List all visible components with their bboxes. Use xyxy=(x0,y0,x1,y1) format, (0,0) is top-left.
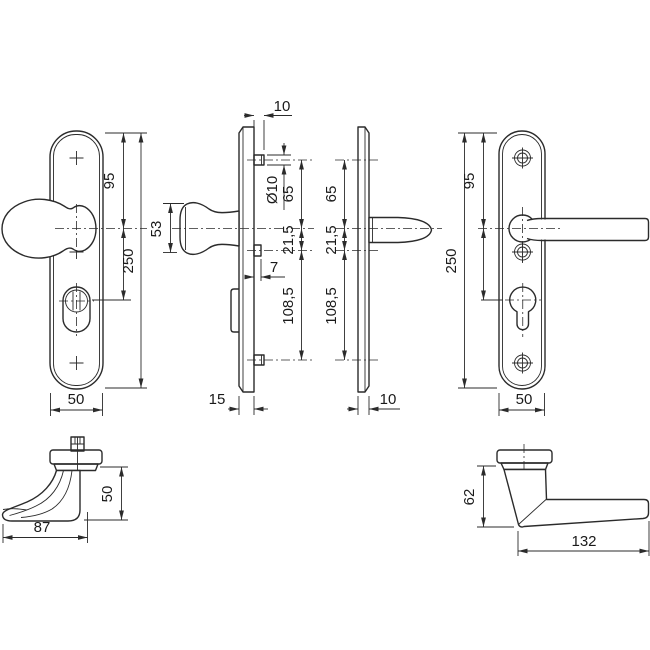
dim-knob-plate-width: 50 xyxy=(50,391,103,416)
dim-lever-height-62: 62 xyxy=(461,465,514,528)
lever-plate-outline xyxy=(498,130,546,390)
knob-collar-lip xyxy=(53,463,99,472)
dim-label-62: 62 xyxy=(461,489,478,506)
knob-plate-inner-edge xyxy=(53,134,100,386)
lever-body-profile xyxy=(503,468,650,528)
dim-label-65-right: 65 xyxy=(323,186,340,203)
dim-thickness-10: 10 xyxy=(347,391,400,415)
dim-label-95-right: 95 xyxy=(461,173,478,190)
lever-collar xyxy=(496,449,553,464)
dim-label-21-5-right: 21,5 xyxy=(323,225,340,254)
knob-body-profile xyxy=(1,469,81,522)
dim-label-21-5-left: 21,5 xyxy=(280,225,297,254)
lever-miter-seam xyxy=(518,499,547,525)
dim-chain-knob-side: 65 21,5 108,5 xyxy=(280,160,304,360)
dim-label-15: 15 xyxy=(209,391,226,408)
dim-boss-diameter: Ø10 xyxy=(264,143,291,210)
dim-label-87: 87 xyxy=(34,519,51,536)
view-plate-lever-side: 65 21,5 108,5 10 xyxy=(323,126,442,415)
knob-front-shape xyxy=(1,198,97,259)
dim-label-108-5-left: 108,5 xyxy=(280,287,297,325)
dim-label-95-left: 95 xyxy=(101,173,118,190)
dim-lever-length-132: 132 xyxy=(517,521,650,556)
dim-label-65-left: 65 xyxy=(280,186,297,203)
lever-plate-inner-edge xyxy=(502,134,542,386)
view-lever-profile: 62 132 xyxy=(461,444,650,556)
dim-label-50-left: 50 xyxy=(68,391,85,408)
view-plate-lever-front: 95 250 50 xyxy=(443,130,650,416)
view-knob-profile: 50 87 xyxy=(1,436,128,543)
cylinder-cover-profile xyxy=(230,288,239,333)
dim-lever-plate-width: 50 xyxy=(498,391,545,416)
fixing-cross-marks xyxy=(69,151,84,370)
dim-knob-projection-87: 87 xyxy=(2,512,88,543)
view-plate-knob-side: 10 Ø10 53 7 15 xyxy=(148,98,314,415)
dim-label-250-right: 250 xyxy=(443,248,460,273)
dim-label-10-top: 10 xyxy=(274,98,291,115)
knob-plate-profile xyxy=(238,126,255,393)
knob-plate-outline xyxy=(49,130,104,390)
dim-spindle-7: 7 xyxy=(244,259,285,281)
dim-label-250-left: 250 xyxy=(120,248,137,273)
dim-knob-height-53: 53 xyxy=(148,203,184,253)
lever-grip-side-shape xyxy=(368,216,433,244)
dim-label-7: 7 xyxy=(270,259,278,276)
lever-collar-lip xyxy=(500,462,549,471)
dim-label-108-5-right: 108,5 xyxy=(323,287,340,325)
dim-label-53: 53 xyxy=(148,221,165,238)
dim-lever-plate-95-250: 95 250 xyxy=(443,132,503,389)
dim-knob-plate-95-250: 95 250 xyxy=(92,132,147,389)
dim-boss-length-10: 10 xyxy=(244,98,292,150)
dim-chain-lever-side: 65 21,5 108,5 xyxy=(323,160,347,360)
dim-label-50-knob: 50 xyxy=(99,486,116,503)
dim-label-132: 132 xyxy=(571,533,596,550)
view-plate-knob-front: 95 250 50 xyxy=(1,130,147,416)
dim-knob-height-50: 50 xyxy=(84,466,128,521)
dim-label-10-bottom: 10 xyxy=(380,391,397,408)
euro-cylinder-keyhole-right xyxy=(505,283,541,337)
knob-collar xyxy=(49,449,103,465)
dim-thickness-15: 15 xyxy=(209,391,268,415)
dim-label-dia10: Ø10 xyxy=(264,176,281,204)
lever-plate-profile xyxy=(357,126,370,393)
euro-cylinder-keyhole-left xyxy=(59,283,94,336)
lever-handle-front xyxy=(526,217,650,242)
dim-label-50-right: 50 xyxy=(516,391,533,408)
